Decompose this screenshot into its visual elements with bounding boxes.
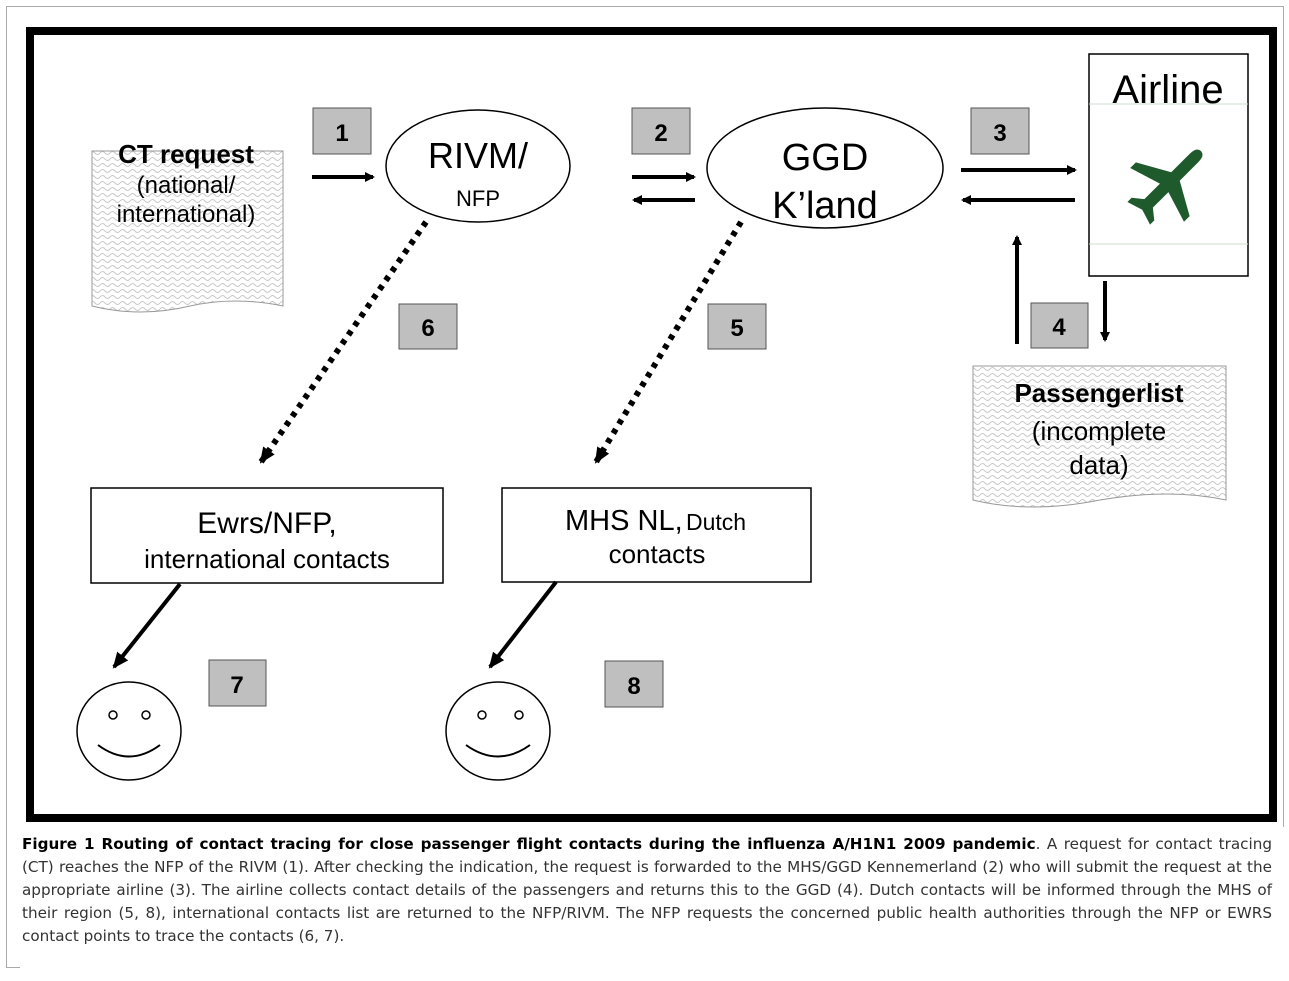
- rivm-label: RIVM/: [428, 135, 528, 176]
- ewrs-node: Ewrs/NFP, international contacts: [90, 487, 444, 584]
- dotted-arrow-rivm-to-ewrs: [258, 220, 429, 464]
- svg-text:1: 1: [335, 120, 348, 147]
- dutch-label: Dutch: [686, 509, 746, 535]
- step-box-3: 3: [970, 107, 1030, 155]
- nfp-label: NFP: [456, 186, 500, 211]
- ct-request-title: CT request: [118, 139, 254, 169]
- svg-text:8: 8: [627, 673, 640, 700]
- step-box-8: 8: [604, 660, 664, 708]
- ggd-label: GGD: [782, 137, 869, 179]
- mhs-node: MHS NL, Dutch contacts: [501, 487, 812, 583]
- dotted-arrow-ggd-to-mhs: [593, 220, 744, 464]
- caption-title: Figure 1 Routing of contact tracing for …: [22, 835, 1036, 853]
- passengerlist-line2: (incomplete: [1032, 416, 1166, 446]
- international-contacts-label: international contacts: [144, 544, 390, 574]
- passengerlist-line3: data): [1069, 450, 1128, 480]
- figure-frame: [6, 6, 1284, 827]
- svg-text:5: 5: [730, 315, 743, 342]
- caption-frame-bottom: [6, 967, 20, 968]
- ct-request-line2: (national/: [137, 172, 236, 199]
- arrow-ewrs-to-contacts: [112, 582, 182, 669]
- airplane-icon: [1127, 149, 1203, 225]
- ggd-node: GGD K’land: [706, 107, 944, 229]
- step-box-7: 7: [208, 659, 267, 707]
- airline-node: Airline: [1088, 53, 1249, 277]
- smiley-face-icon: [445, 681, 551, 781]
- svg-text:4: 4: [1052, 314, 1066, 341]
- diagram-border: [26, 27, 1277, 822]
- step-box-5: 5: [707, 303, 767, 350]
- caption-text: . A request for contact tracing (CT) rea…: [22, 835, 1272, 945]
- svg-text:2: 2: [654, 120, 667, 147]
- step-box-4: 4: [1030, 302, 1089, 349]
- svg-text:6: 6: [421, 315, 434, 342]
- caption-frame-left: [6, 826, 7, 968]
- ct-request-document: CT request (national/ international): [91, 139, 284, 313]
- airline-label: Airline: [1112, 68, 1223, 112]
- ct-request-line3: international): [117, 201, 256, 228]
- svg-text:3: 3: [993, 120, 1006, 147]
- passengerlist-title: Passengerlist: [1014, 378, 1183, 408]
- rivm-node: RIVM/ NFP: [385, 109, 571, 223]
- mhs-label: MHS NL,: [565, 505, 683, 537]
- contacts-label: contacts: [609, 539, 706, 569]
- passengerlist-document: Passengerlist (incomplete data): [972, 365, 1227, 508]
- smiley-face-icon: [76, 681, 182, 781]
- step-box-1: 1: [312, 107, 372, 155]
- figure-caption: Figure 1 Routing of contact tracing for …: [22, 833, 1272, 948]
- kland-label: K’land: [772, 185, 878, 227]
- ewrs-label: Ewrs/NFP,: [197, 507, 336, 540]
- arrow-mhs-to-contacts: [488, 580, 558, 669]
- step-box-6: 6: [398, 303, 458, 350]
- svg-text:7: 7: [230, 672, 243, 699]
- step-box-2: 2: [631, 107, 691, 155]
- contact-tracing-diagram: CT request (national/ international) RIV…: [26, 27, 1277, 822]
